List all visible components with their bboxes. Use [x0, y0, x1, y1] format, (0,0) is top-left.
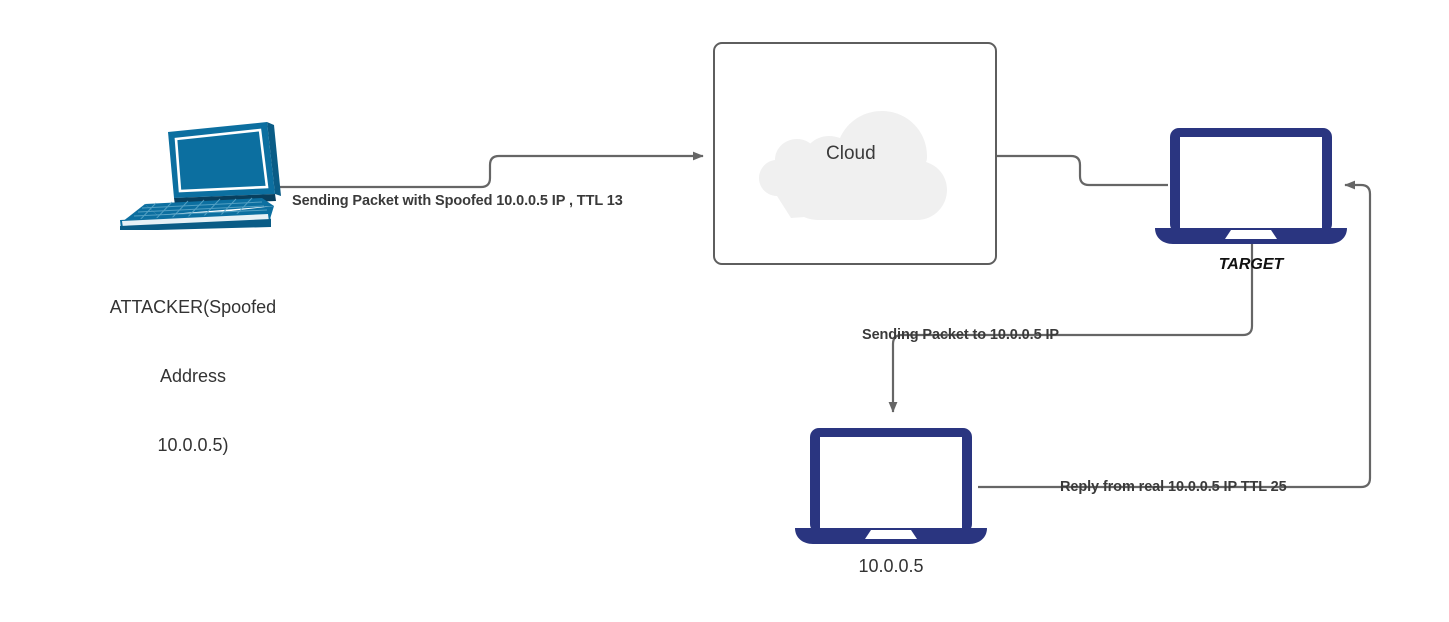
- laptop-isometric-icon: [120, 122, 281, 230]
- edge-attacker-to-cloud: [262, 151, 704, 189]
- victim-label: 10.0.0.5: [858, 556, 924, 576]
- edge-cloud-to-target: [997, 154, 1168, 187]
- attacker-label-line-2: Address: [159, 366, 227, 387]
- target-label: TARGET: [1218, 256, 1284, 273]
- laptop-icon: [795, 428, 987, 544]
- attacker-label: ATTACKER(Spoofed Address 10.0.0.5): [78, 250, 308, 503]
- edge-label-victim-to-target: Reply from real 10.0.0.5 IP TTL 25: [1060, 479, 1287, 495]
- cloud-label: Cloud: [826, 143, 876, 164]
- edge-label-attacker-to-cloud: Sending Packet with Spoofed 10.0.0.5 IP …: [292, 193, 623, 209]
- laptop-icon: [1155, 128, 1347, 244]
- attacker-label-line-3: 10.0.0.5): [157, 435, 229, 456]
- edge-label-target-to-victim: Sending Packet to 10.0.0.5 IP: [862, 327, 1059, 343]
- attacker-label-line-1: ATTACKER(Spoofed: [109, 297, 277, 318]
- cloud-icon: [759, 111, 947, 220]
